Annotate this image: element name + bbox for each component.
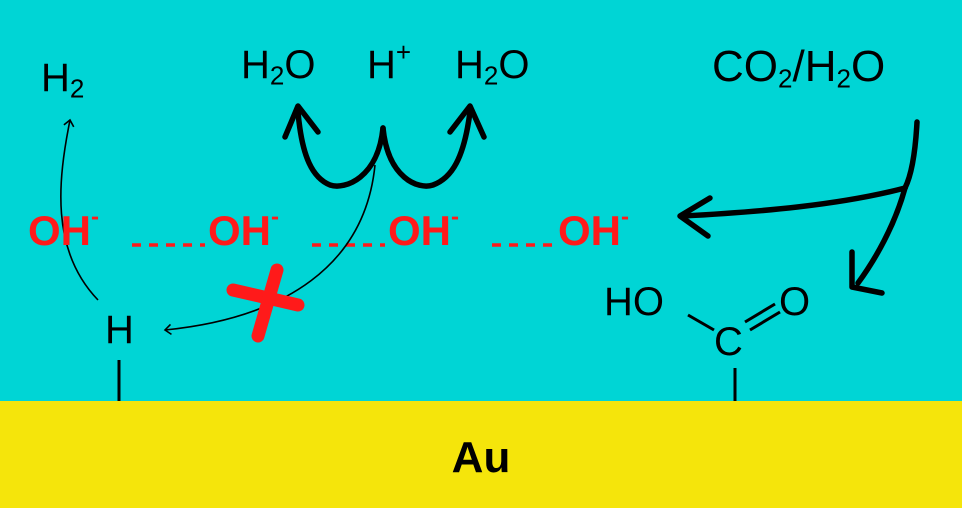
c-o-double-bond-b: [749, 310, 781, 332]
h2-product-label: H2: [41, 56, 85, 104]
co2-reaction-arrows: [677, 119, 920, 296]
water-right-label: H2O: [455, 43, 530, 91]
adsorbed-h-label: H: [105, 308, 134, 352]
proton-label: H+: [367, 37, 412, 87]
curved-arrow-left-head: [282, 103, 321, 140]
electrode-label: Au: [451, 433, 511, 482]
co2-water-label: CO2/H2O: [712, 42, 886, 94]
curved-arrow-right-head: [447, 103, 487, 140]
hydroxide-ion-4: OH-: [558, 203, 629, 254]
curved-arrow-right: [380, 109, 473, 189]
co2-arrow-to-oh: [679, 185, 908, 219]
c-o-double-bond-a: [744, 302, 776, 324]
blocked-path-cross: [226, 263, 305, 343]
co2-arrow-to-cooh: [855, 185, 908, 286]
co2-arrow-stem: [902, 119, 920, 191]
cooh-carbon-label: C: [714, 320, 743, 364]
hydroxide-ion-2: OH-: [208, 203, 279, 254]
ho-c-bond: [687, 313, 715, 332]
gold-electrode: [0, 401, 962, 508]
curved-arrow-left: [295, 109, 386, 189]
cooh-oxygen-label: O: [779, 280, 811, 324]
h2-evolution-arrow: [60, 118, 99, 301]
water-left-label: H2O: [241, 43, 316, 91]
hydroxide-ion-1: OH-: [28, 203, 99, 254]
co2-arrow-to-cooh-head: [849, 249, 885, 296]
proton-transfer-arrow: [163, 164, 376, 336]
co2-arrow-to-oh-head: [677, 195, 713, 239]
hydroxide-ion-3: OH-: [388, 203, 459, 254]
cooh-hydroxyl-label: HO: [604, 280, 664, 324]
proton-to-water-arrows: [282, 103, 487, 189]
